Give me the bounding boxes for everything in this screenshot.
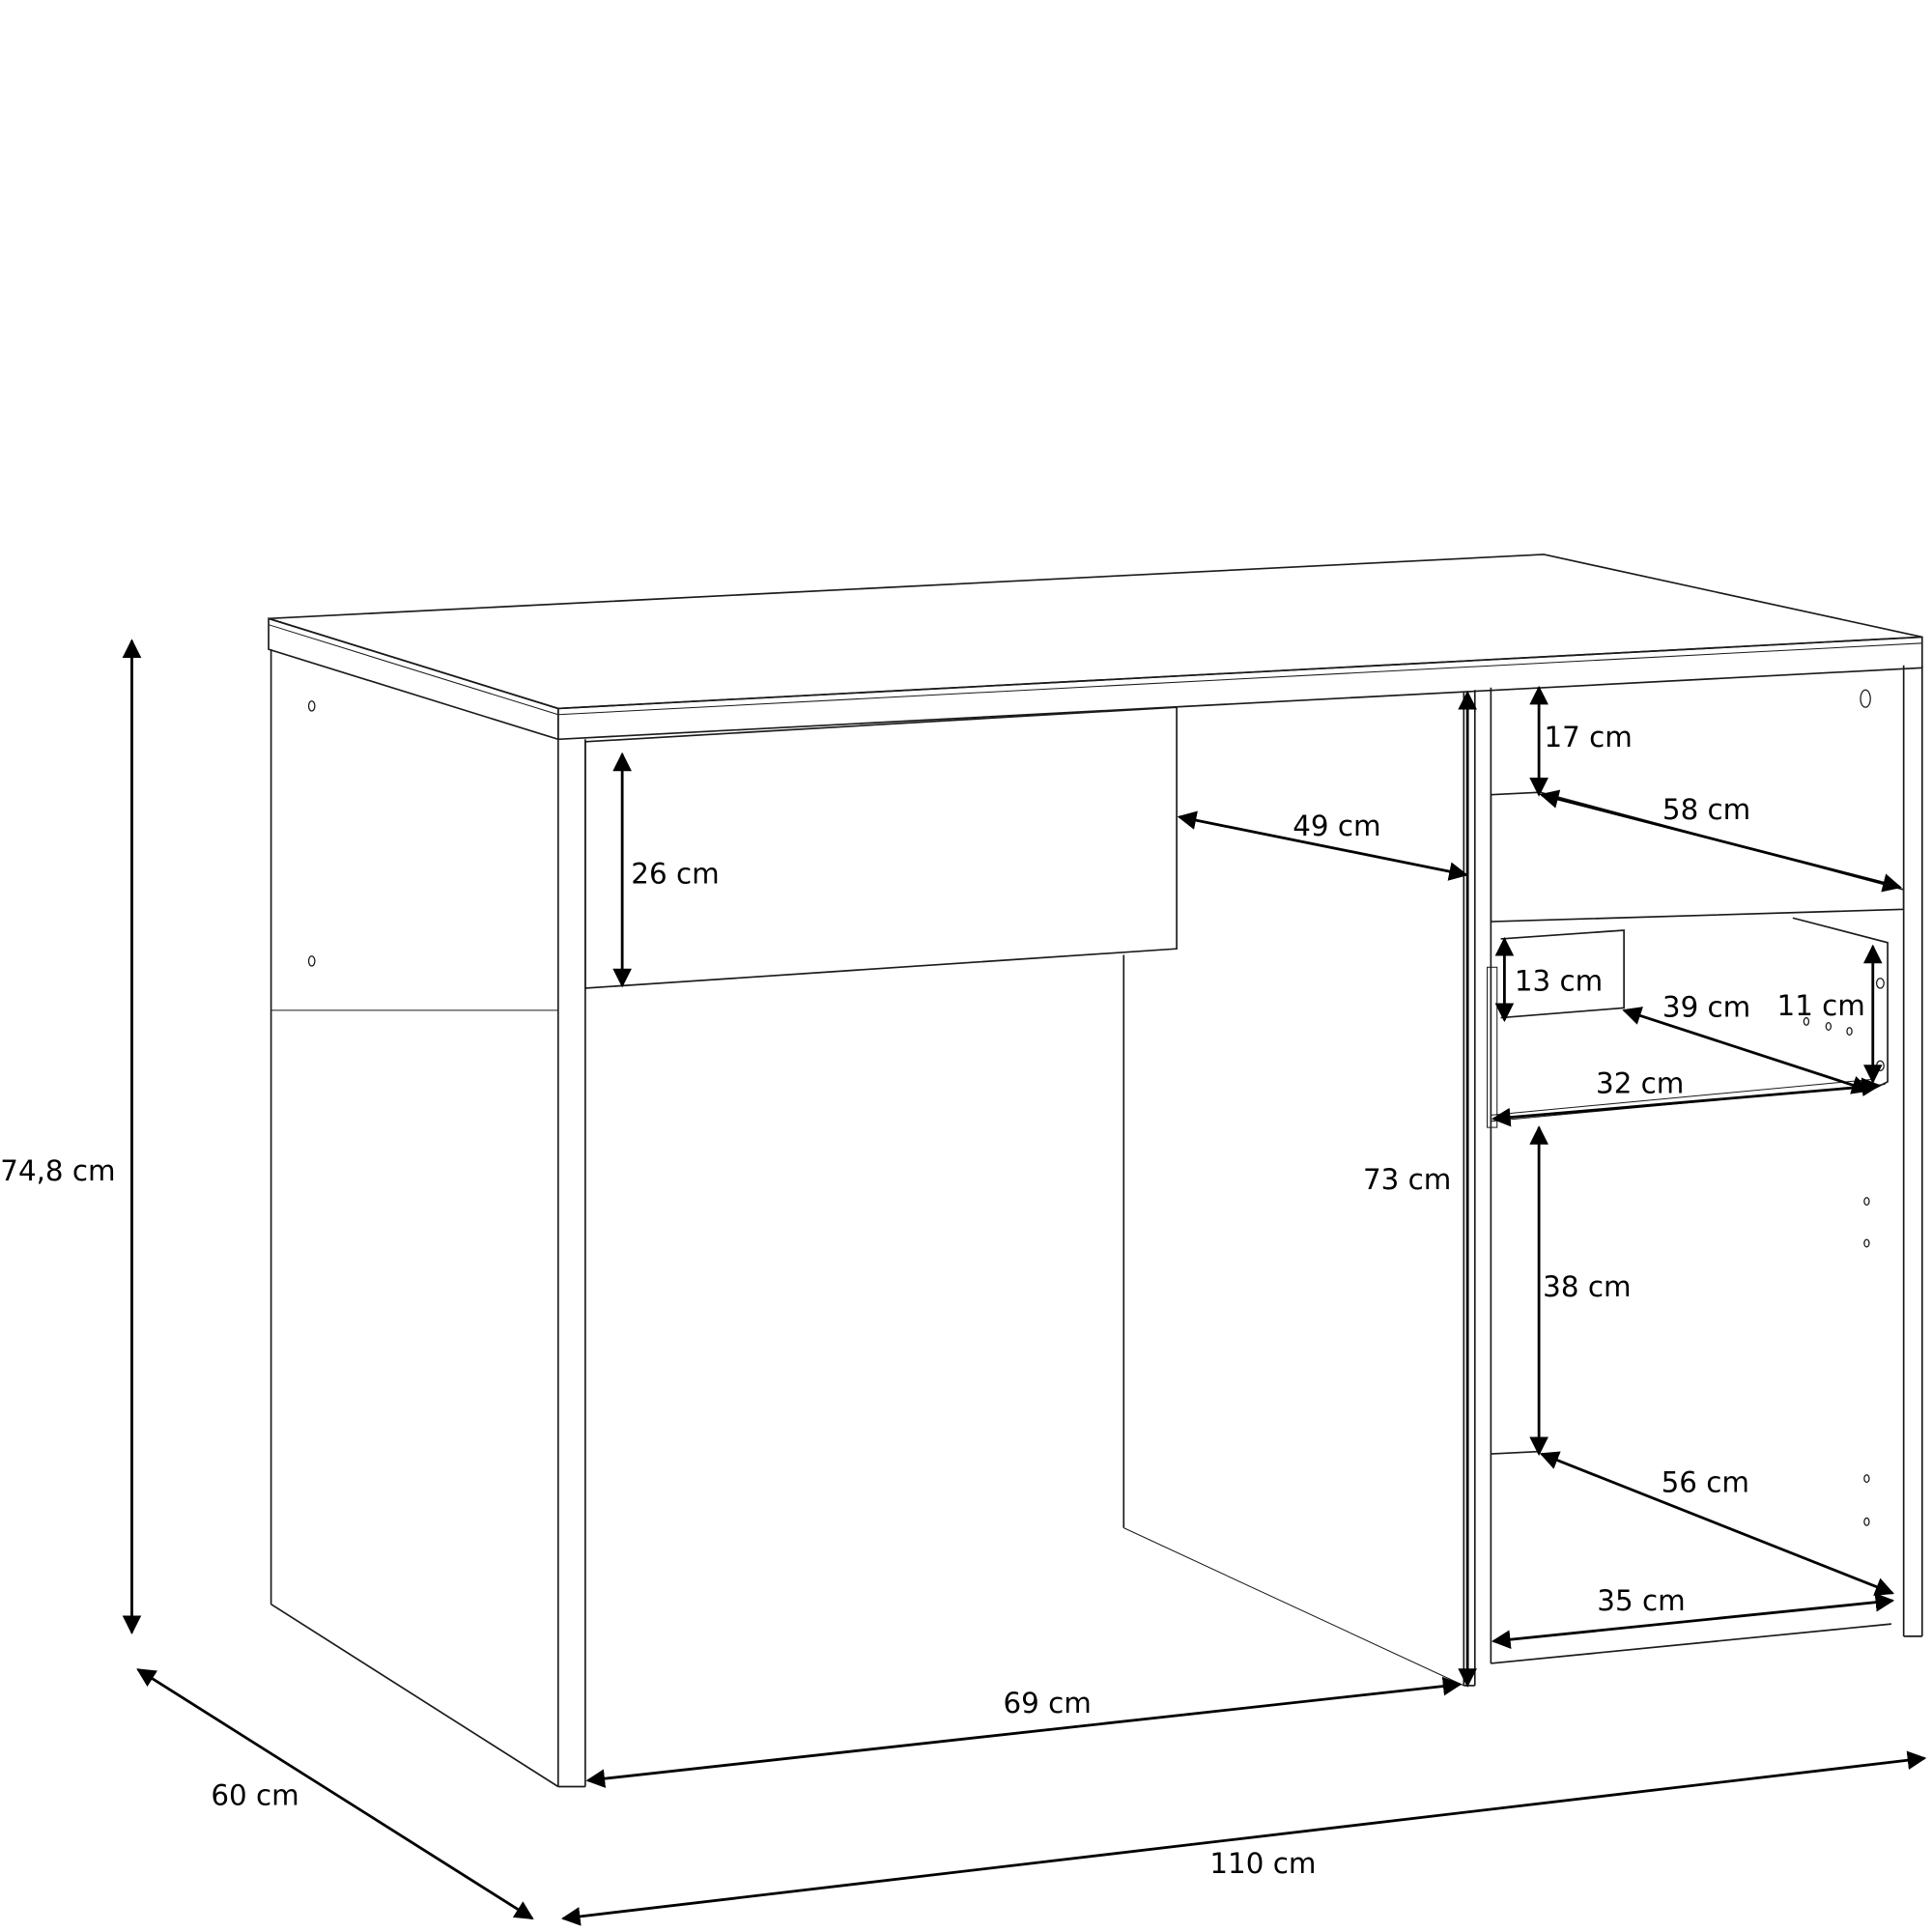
drawer-front (584, 706, 1178, 989)
back-panel (1122, 707, 1464, 1687)
label-inner-drawer-side: 11 cm (1777, 989, 1865, 1022)
tabletop-front-left-edge (268, 617, 559, 741)
label-depth: 60 cm (211, 1779, 298, 1812)
dim-depth-arrow (136, 1668, 534, 1920)
label-drawer-depth: 49 cm (1293, 810, 1380, 842)
dim-bottom-width-arrow (1491, 1592, 1895, 1649)
label-bottom-depth: 56 cm (1662, 1466, 1749, 1499)
dim-inner-drawer-depth-arrow (1622, 1007, 1871, 1094)
center-divider (1463, 690, 1476, 1687)
label-total-height: 74,8 cm (0, 1154, 115, 1187)
dim-drawer-depth-arrow (1177, 810, 1468, 881)
tabletop-front-edge (556, 636, 1923, 741)
tabletop-surface (268, 554, 1922, 710)
label-knee-width: 69 cm (1004, 1687, 1092, 1719)
left-side-panel (270, 649, 586, 1788)
label-bottom-height: 38 cm (1543, 1270, 1631, 1303)
label-knee-height: 73 cm (1363, 1163, 1451, 1196)
dim-top-shelf-width-arrow (1539, 789, 1902, 893)
right-cabinet (1487, 665, 1923, 1664)
dim-total-width-arrow (560, 1750, 1927, 1926)
dimension-lines (122, 639, 1927, 1926)
dim-bottom-depth-arrow (1539, 1451, 1895, 1596)
label-top-shelf-height: 17 cm (1544, 721, 1632, 753)
dim-inner-drawer-width-arrow (1491, 1077, 1882, 1127)
label-inner-drawer-height: 13 cm (1515, 965, 1603, 998)
dim-knee-width-arrow (585, 1676, 1463, 1788)
label-inner-drawer-width: 32 cm (1596, 1066, 1684, 1099)
label-bottom-width: 35 cm (1597, 1584, 1685, 1617)
label-total-width: 110 cm (1209, 1847, 1316, 1880)
label-top-shelf-width: 58 cm (1662, 793, 1750, 826)
label-drawer-height: 26 cm (631, 858, 719, 891)
dimension-labels: 74,8 cm 60 cm 110 cm 69 cm 73 cm 26 cm 4… (0, 721, 1865, 1880)
label-inner-drawer-depth: 39 cm (1662, 990, 1750, 1023)
